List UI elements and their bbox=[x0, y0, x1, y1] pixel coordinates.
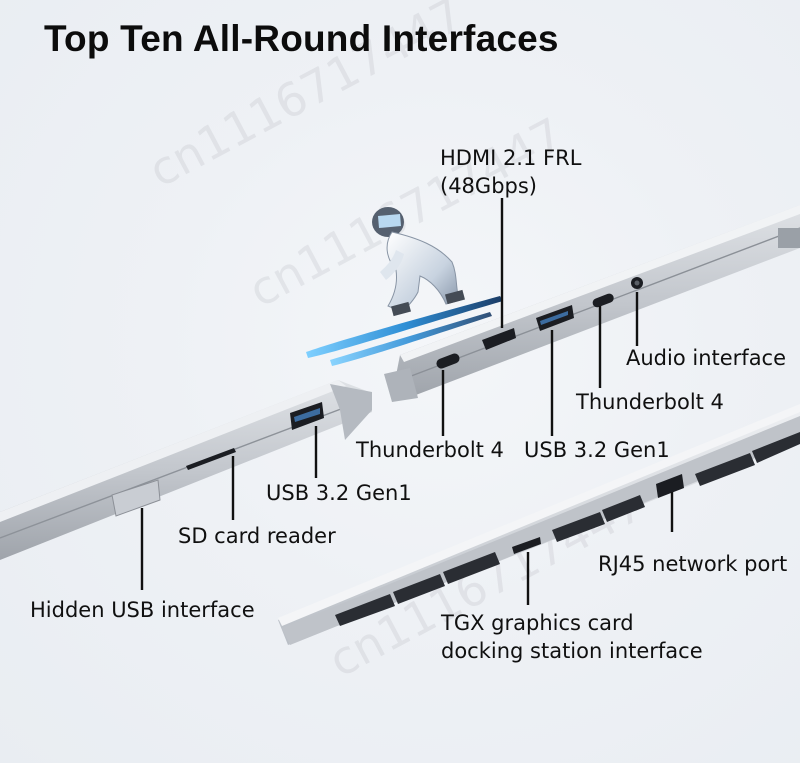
label-tgx-line1: TGX graphics card bbox=[441, 611, 634, 635]
label-tgx: TGX graphics card docking station interf… bbox=[441, 609, 703, 665]
skier-illustration bbox=[306, 207, 503, 366]
laptop-rear-side bbox=[278, 404, 800, 645]
label-sd-card: SD card reader bbox=[178, 524, 336, 548]
laptop-right-side bbox=[384, 205, 800, 402]
label-thunderbolt-left: Thunderbolt 4 bbox=[356, 438, 504, 462]
label-thunderbolt-right: Thunderbolt 4 bbox=[576, 390, 724, 414]
label-hidden-usb: Hidden USB interface bbox=[30, 598, 255, 622]
callout-lines bbox=[140, 198, 674, 605]
laptop-left-side bbox=[0, 380, 372, 560]
label-hdmi-line2: (48Gbps) bbox=[440, 174, 537, 198]
label-audio: Audio interface bbox=[626, 346, 787, 370]
page-title: Top Ten All-Round Interfaces bbox=[44, 18, 559, 59]
label-rj45: RJ45 network port bbox=[598, 552, 788, 576]
label-usb-right: USB 3.2 Gen1 bbox=[524, 438, 670, 462]
label-hdmi-line1: HDMI 2.1 FRL bbox=[440, 146, 582, 170]
label-usb-left: USB 3.2 Gen1 bbox=[266, 481, 412, 505]
label-tgx-line2: docking station interface bbox=[441, 639, 703, 663]
label-hdmi: HDMI 2.1 FRL (48Gbps) bbox=[440, 144, 581, 200]
